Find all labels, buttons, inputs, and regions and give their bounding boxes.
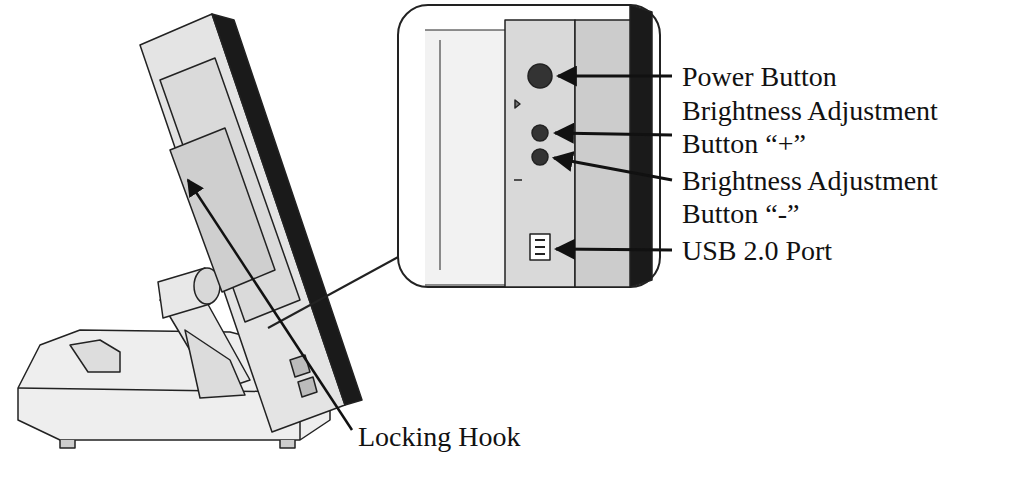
callout-label: USB 2.0 Port bbox=[680, 234, 834, 267]
side-panel bbox=[505, 20, 575, 287]
callout-label: Brightness Adjustment Button “+” bbox=[680, 94, 1014, 160]
power-button bbox=[528, 64, 552, 88]
usb-port bbox=[530, 234, 550, 260]
brightness-plus-button bbox=[532, 125, 548, 141]
callout-label: Brightness Adjustment Button “-” bbox=[680, 164, 1014, 230]
brightness-minus-button bbox=[532, 149, 548, 165]
callout-label: Power Button bbox=[680, 60, 839, 93]
part-label: Locking Hook bbox=[356, 420, 523, 453]
monitor-bezel bbox=[212, 14, 362, 405]
zoom-callout bbox=[398, 5, 660, 287]
